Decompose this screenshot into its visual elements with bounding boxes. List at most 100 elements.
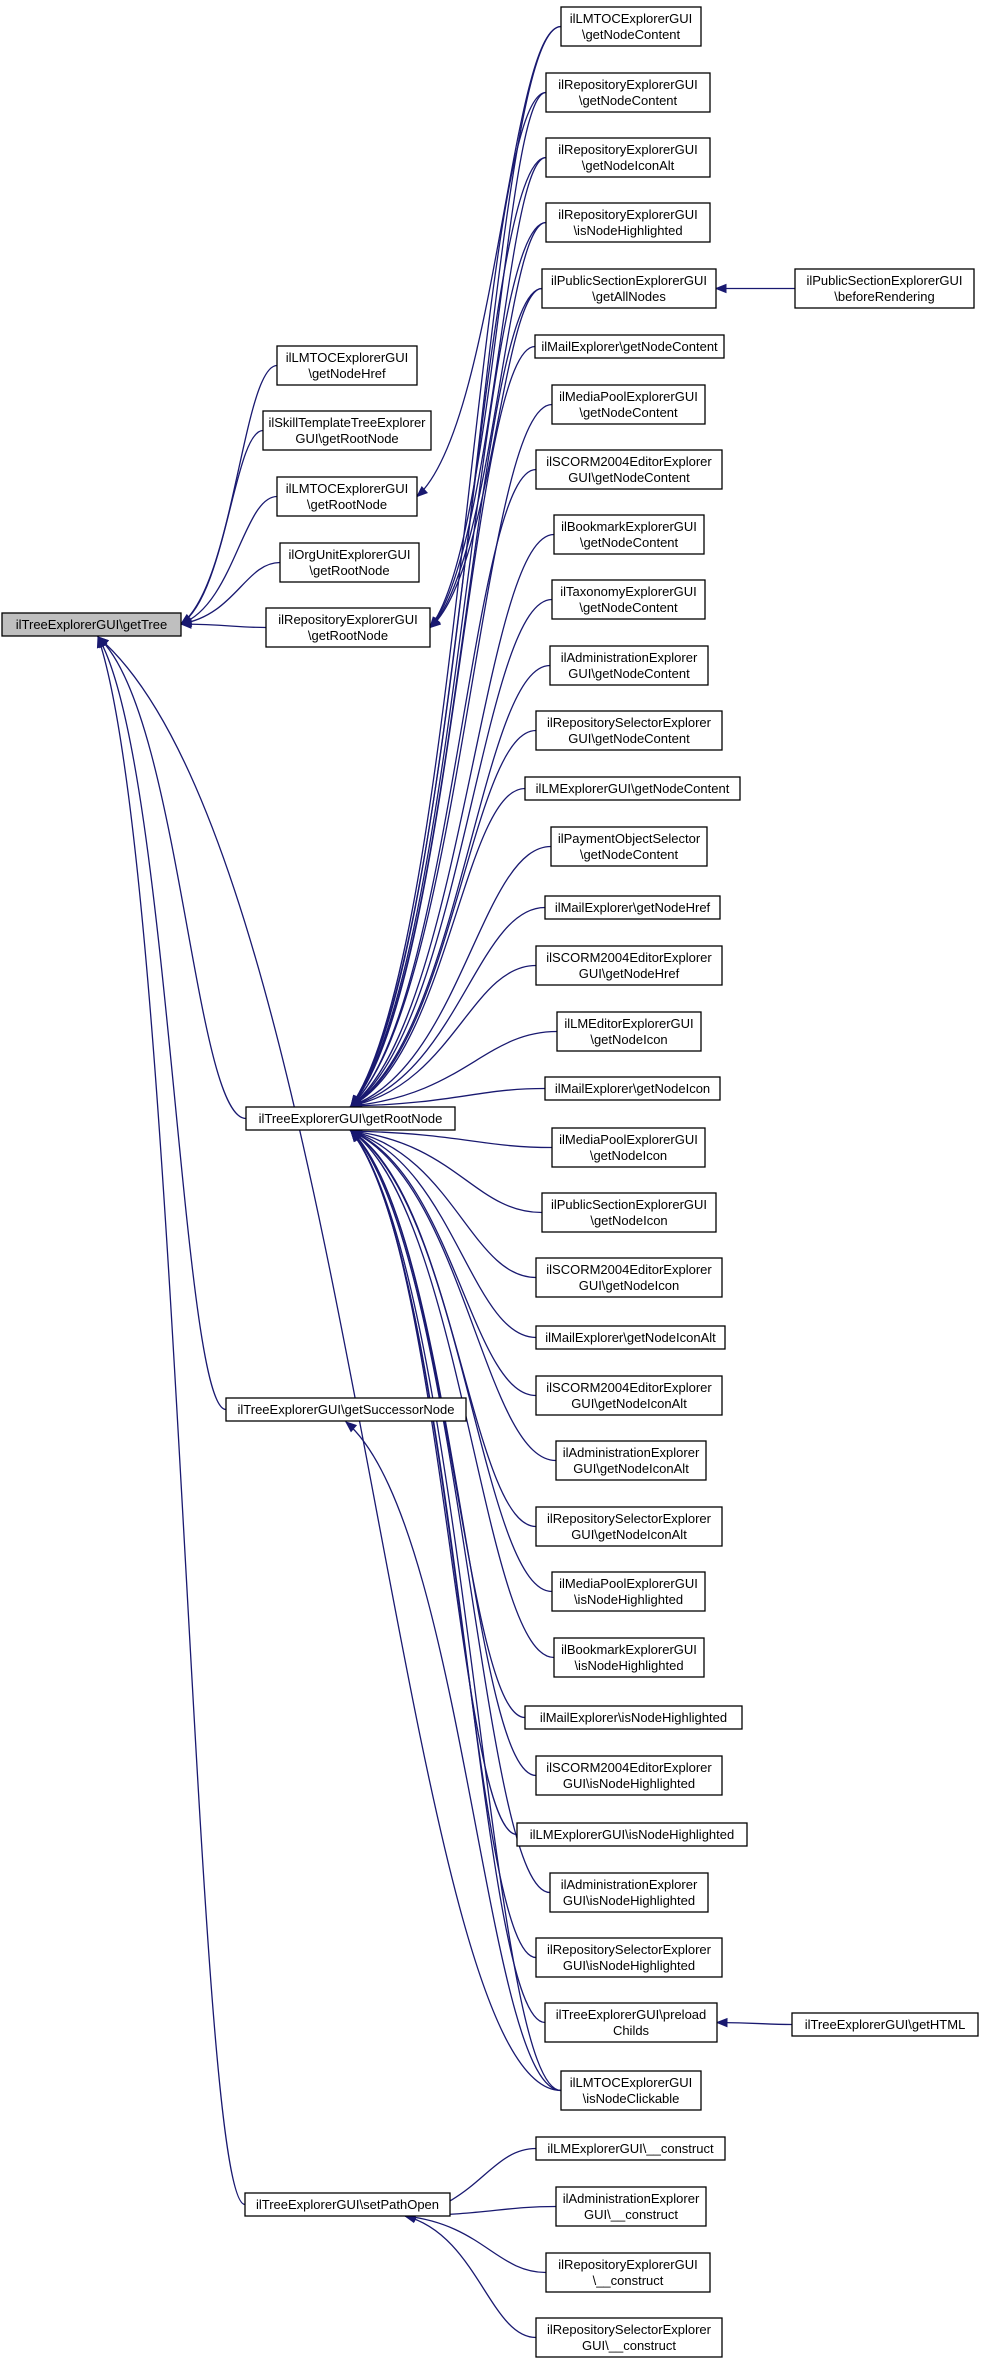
function-node[interactable]: ilRepositoryExplorerGUI\getRootNode [265,607,431,648]
call-edge [350,1130,537,1777]
function-node[interactable]: ilTreeExplorerGUI\setPathOpen [244,2192,451,2217]
call-edge [350,906,546,1107]
function-node[interactable]: ilAdministrationExplorerGUI\getNodeConte… [549,645,709,686]
node-label: ilPublicSectionExplorerGUI [551,273,707,288]
node-label: ilTreeExplorerGUI\getTree [16,617,167,632]
node-box [541,268,717,309]
function-node[interactable]: ilAdministrationExplorerGUI\getNodeIconA… [555,1440,707,1481]
function-node[interactable]: ilMailExplorer\getNodeIconAlt [535,1325,726,1350]
node-box [534,334,725,359]
function-node[interactable]: ilLMExplorerGUI\__construct [535,2136,726,2161]
function-node[interactable]: ilRepositorySelectorExplorerGUI\__constr… [535,2317,723,2358]
function-node[interactable]: ilRepositoryExplorerGUI\__construct [545,2252,711,2293]
function-node[interactable]: ilPublicSectionExplorerGUI\getAllNodes [541,268,717,309]
node-label: GUI\getNodeIconAlt [573,1461,689,1476]
node-label: GUI\__construct [582,2338,676,2353]
function-node[interactable]: ilMailExplorer\getNodeHref [544,895,721,920]
function-node[interactable]: ilTreeExplorerGUI\getHTML [791,2012,979,2037]
node-label: ilBookmarkExplorerGUI [561,1642,697,1657]
function-node[interactable]: ilRepositorySelectorExplorerGUI\getNodeC… [535,710,723,751]
function-node[interactable]: ilRepositorySelectorExplorerGUI\getNodeI… [535,1506,723,1547]
function-node[interactable]: ilLMExplorerGUI\getNodeContent [524,776,741,801]
node-box [265,607,431,648]
function-node[interactable]: ilLMTOCExplorerGUI\getNodeHref [276,345,418,386]
function-node[interactable]: ilAdministrationExplorerGUI\isNodeHighli… [549,1872,709,1913]
function-node[interactable]: ilTreeExplorerGUI\getTree [1,612,182,637]
node-label: ilMailExplorer\getNodeIcon [555,1081,710,1096]
node-label: ilTreeExplorerGUI\setPathOpen [256,2197,439,2212]
function-node[interactable]: ilPublicSectionExplorerGUI\beforeRenderi… [794,268,975,309]
function-node[interactable]: ilRepositorySelectorExplorerGUI\isNodeHi… [535,1937,723,1978]
function-node[interactable]: ilRepositoryExplorerGUI\getNodeContent [545,72,711,113]
node-label: \getNodeHref [308,366,386,381]
function-node[interactable]: ilSkillTemplateTreeExplorerGUI\getRootNo… [262,410,432,451]
node-label: ilLMTOCExplorerGUI [286,481,409,496]
call-edge [350,1130,555,1659]
call-edge [350,1130,553,1593]
function-node[interactable]: ilLMExplorerGUI\isNodeHighlighted [516,1822,748,1847]
node-box [549,645,709,686]
call-edge [180,429,264,625]
function-node[interactable]: ilMediaPoolExplorerGUI\isNodeHighlighted [551,1571,706,1612]
node-label: GUI\isNodeHighlighted [563,1893,695,1908]
function-node[interactable]: ilBookmarkExplorerGUI\getNodeContent [553,514,705,555]
node-label: \isNodeHighlighted [574,1592,683,1607]
node-box [262,410,432,451]
node-label: ilMediaPoolExplorerGUI [559,1576,698,1591]
node-box [550,826,708,867]
node-box [535,710,723,751]
node-label: GUI\__construct [584,2207,678,2222]
node-box [551,1127,706,1168]
call-edge [350,1130,543,1214]
node-box [544,1076,721,1101]
function-node[interactable]: ilMailExplorer\isNodeHighlighted [524,1705,743,1730]
node-label: GUI\isNodeHighlighted [563,1958,695,1973]
node-box [535,1325,726,1350]
node-label: \getNodeContent [582,27,681,42]
function-node[interactable]: ilMailExplorer\getNodeContent [534,334,725,359]
function-node[interactable]: ilSCORM2004EditorExplorerGUI\getNodeIcon… [535,1375,723,1416]
node-label: ilLMExplorerGUI\__construct [547,2141,714,2156]
function-node[interactable]: ilRepositoryExplorerGUI\isNodeHighlighte… [545,202,711,243]
node-label: \isNodeHighlighted [574,1658,683,1673]
node-box [553,514,705,555]
call-edge [350,1030,558,1107]
function-node[interactable]: ilLMTOCExplorerGUI\getRootNode [276,476,418,517]
arrowhead [714,283,727,294]
function-node[interactable]: ilTreeExplorerGUI\getRootNode [245,1106,456,1131]
node-box [555,2186,707,2227]
node-label: ilTreeExplorerGUI\getHTML [805,2017,966,2032]
node-label: ilMediaPoolExplorerGUI [559,1132,698,1147]
node-label: ilTreeExplorerGUI\getSuccessorNode [238,1402,455,1417]
function-node[interactable]: ilBookmarkExplorerGUI\isNodeHighlighted [553,1637,705,1678]
call-edge [350,468,537,1107]
function-node[interactable]: ilOrgUnitExplorerGUI\getRootNode [279,542,420,583]
function-node[interactable]: ilTaxonomyExplorerGUI\getNodeContent [551,579,706,620]
function-node[interactable]: ilLMEditorExplorerGUI\getNodeIcon [556,1011,702,1052]
node-box [560,2070,702,2111]
function-node[interactable]: ilPublicSectionExplorerGUI\getNodeIcon [541,1192,717,1233]
node-box [549,1872,709,1913]
function-node[interactable]: ilSCORM2004EditorExplorerGUI\getNodeCont… [535,449,723,490]
node-label: ilRepositoryExplorerGUI [278,612,417,627]
function-node[interactable]: ilMediaPoolExplorerGUI\getNodeIcon [551,1127,706,1168]
node-label: ilRepositoryExplorerGUI [558,142,697,157]
function-node[interactable]: ilMediaPoolExplorerGUI\getNodeContent [551,384,706,425]
function-node[interactable]: ilSCORM2004EditorExplorerGUI\isNodeHighl… [535,1755,723,1796]
node-label: GUI\getNodeIcon [579,1278,679,1293]
function-node[interactable]: ilRepositoryExplorerGUI\getNodeIconAlt [545,137,711,178]
call-edge [350,964,537,1107]
function-node[interactable]: ilMailExplorer\getNodeIcon [544,1076,721,1101]
function-node[interactable]: ilPaymentObjectSelector\getNodeContent [550,826,708,867]
node-label: \isNodeClickable [583,2091,680,2106]
function-node[interactable]: ilLMTOCExplorerGUI\isNodeClickable [560,2070,702,2111]
function-node[interactable]: ilTreeExplorerGUI\getSuccessorNode [225,1397,467,1422]
function-node[interactable]: ilLMTOCExplorerGUI\getNodeContent [560,6,702,47]
call-edge [350,1130,546,2024]
call-edge [429,91,547,628]
